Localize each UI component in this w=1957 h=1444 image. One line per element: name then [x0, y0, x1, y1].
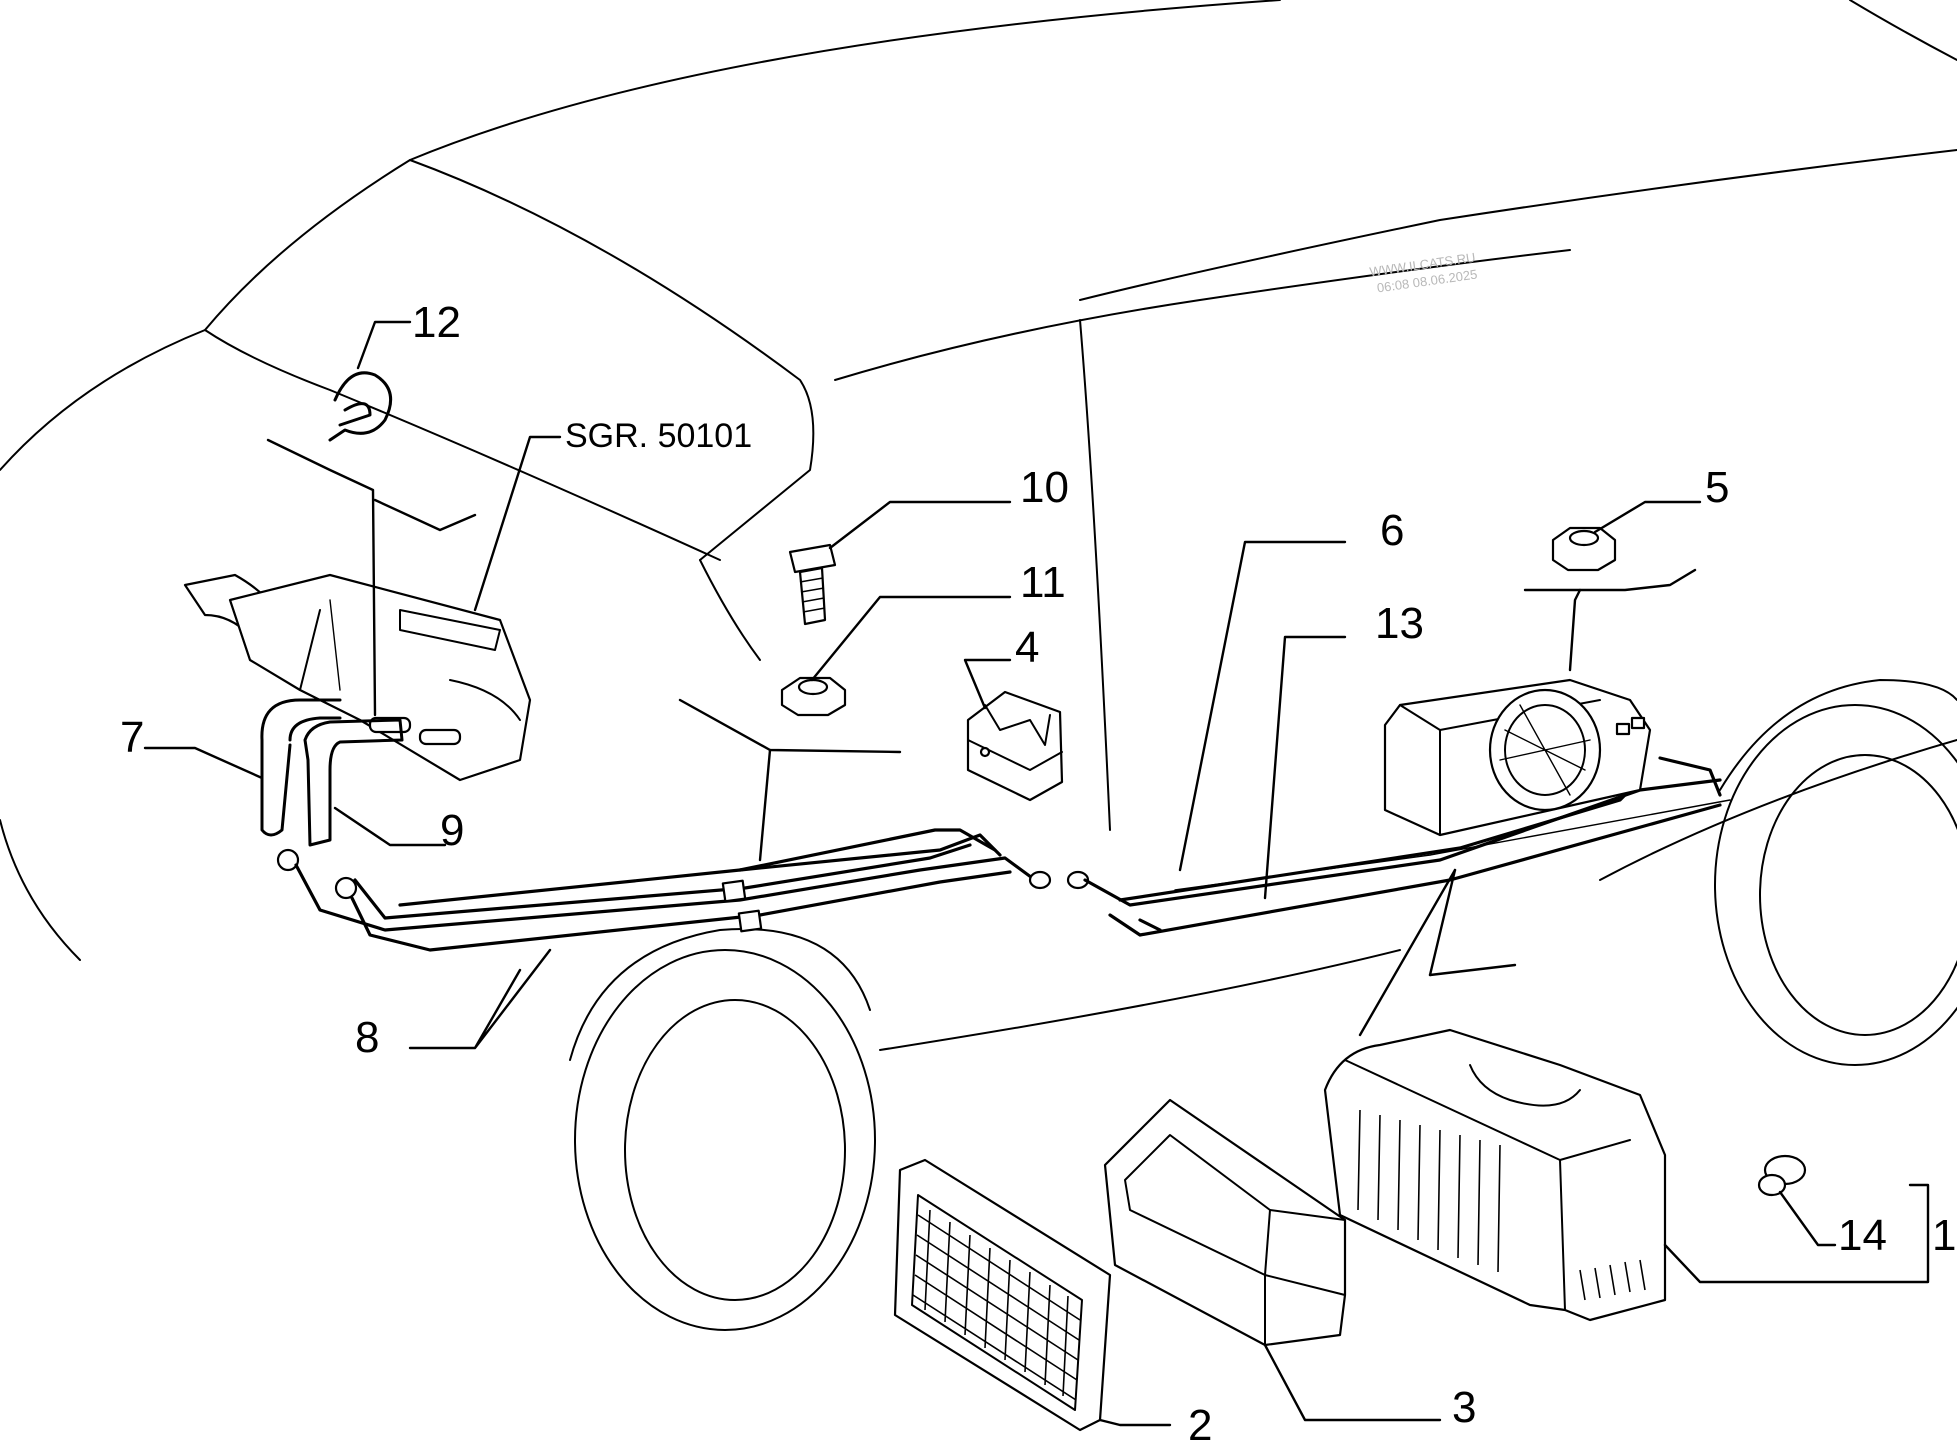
callout-8: 8: [355, 1013, 379, 1062]
rear-heater-unit: [1383, 678, 1652, 837]
callout-sgr: SGR. 50101: [565, 417, 752, 455]
callout-14: 14: [1838, 1211, 1887, 1260]
hose-12: [328, 371, 393, 442]
callout-3: 3: [1452, 1383, 1476, 1432]
callout-1: 1: [1932, 1211, 1956, 1260]
duct-3: [1103, 1098, 1347, 1347]
nut-11: [780, 676, 847, 717]
callout-6: 6: [1380, 506, 1404, 555]
callout-11: 11: [1020, 558, 1066, 607]
pipes-8: [276, 828, 1052, 952]
callout-labels: 12 SGR. 50101 10 11 4 5 6 13 7 9 8 2 3 1…: [120, 298, 1956, 1444]
callout-7: 7: [120, 713, 144, 762]
watermark: WWW.ILCATS.RU 06:08 08.06.2025: [1369, 250, 1479, 296]
vehicle-body-outline: [0, 0, 1957, 1331]
engine-heater-assembly: [183, 573, 532, 782]
nut-5: [1551, 526, 1617, 572]
cover-1: [1323, 1028, 1667, 1322]
fastener-14: [1757, 1154, 1807, 1197]
callout-10: 10: [1020, 463, 1069, 512]
grille-2: [893, 1158, 1112, 1432]
hose-9: [303, 718, 404, 847]
callout-12: 12: [412, 298, 461, 347]
callout-4: 4: [1015, 623, 1039, 672]
bracket-4: [966, 690, 1064, 802]
callout-5: 5: [1705, 463, 1729, 512]
leader-lines: [143, 320, 1930, 1427]
callout-13: 13: [1375, 599, 1424, 648]
bolt-10: [788, 543, 837, 626]
hose-7: [260, 698, 342, 837]
callout-9: 9: [440, 806, 464, 855]
callout-2: 2: [1188, 1401, 1212, 1444]
